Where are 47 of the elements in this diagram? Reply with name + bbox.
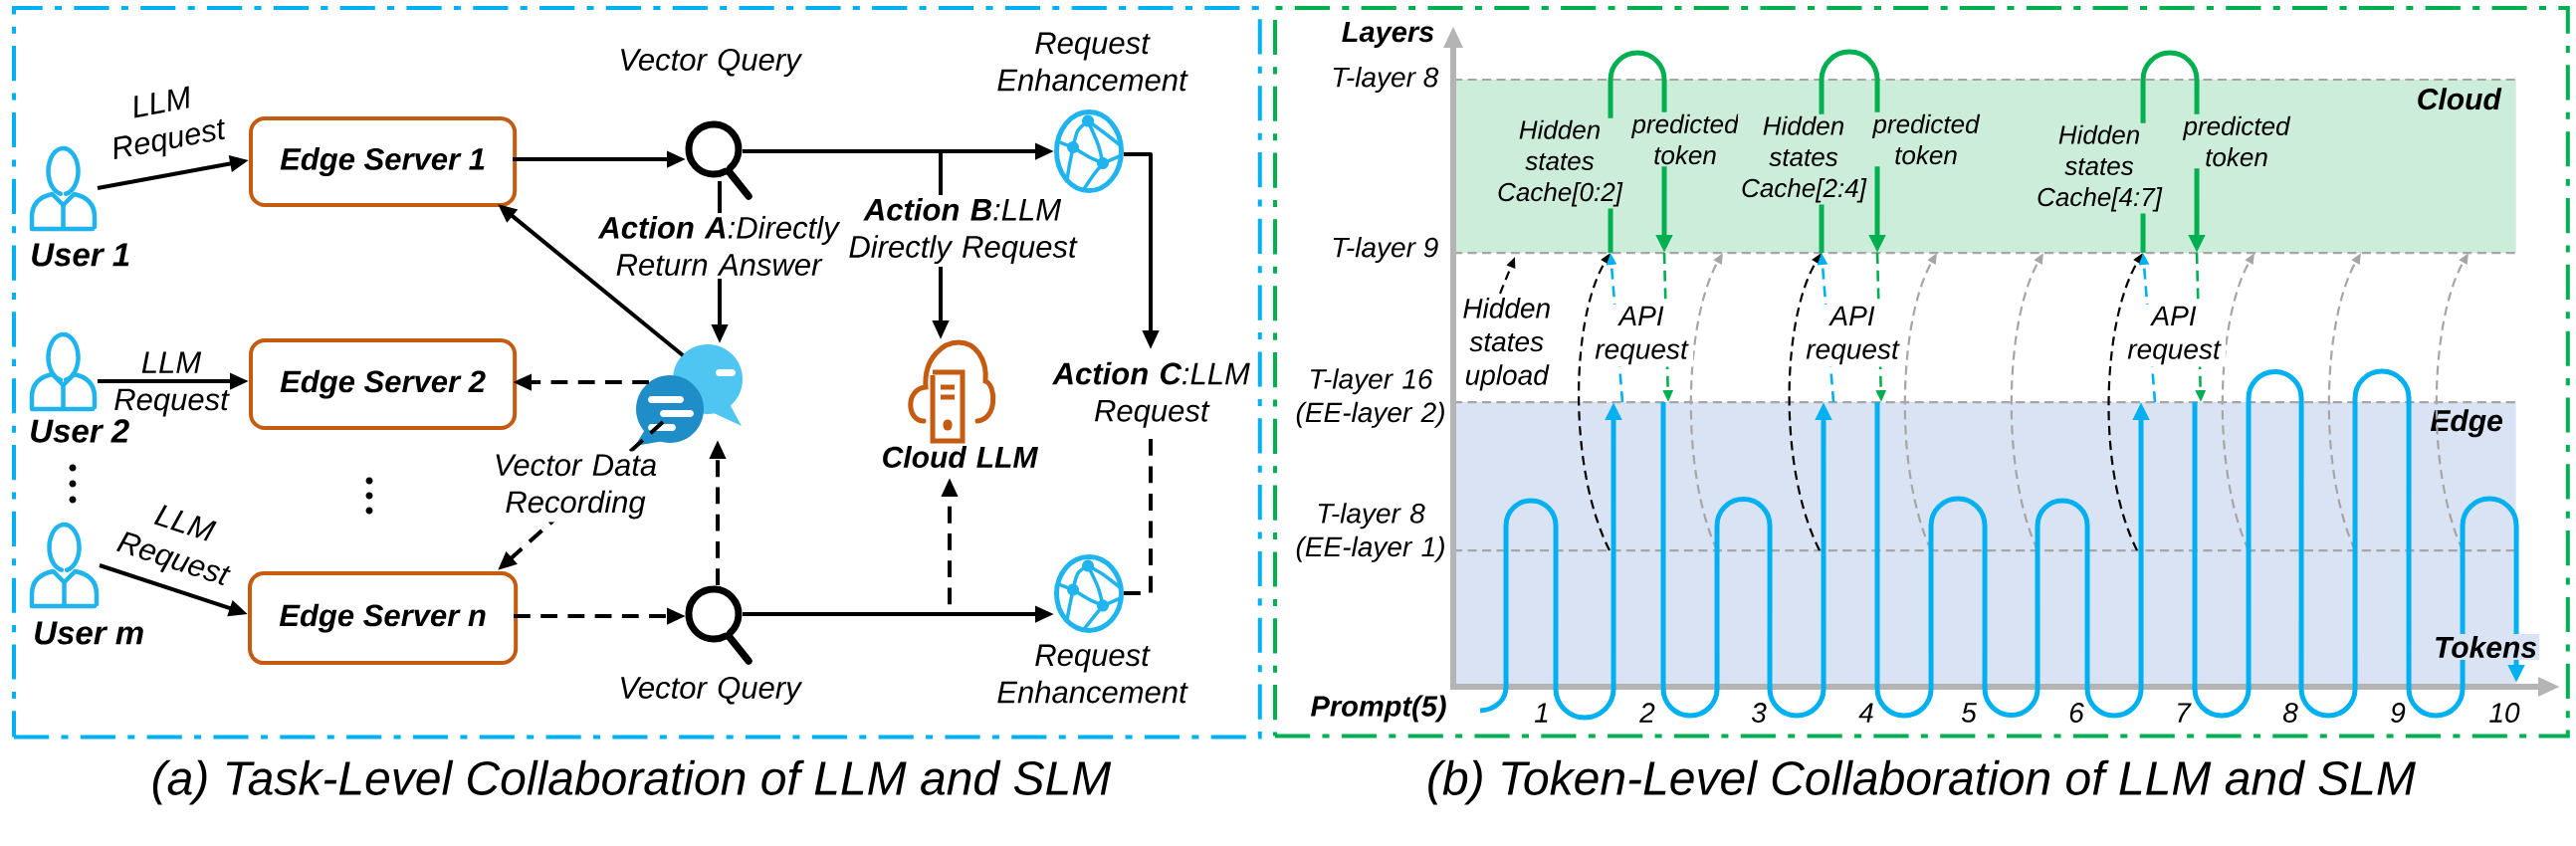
axis-label: Prompt(5) bbox=[1311, 695, 1446, 723]
annotation: Hidden states Cache[2:4] bbox=[1738, 113, 1870, 205]
annotation: Hidden states Cache[0:2] bbox=[1494, 117, 1626, 209]
edge-label: Vector Data Recording bbox=[487, 451, 664, 523]
level-label: T-layer 16 (EE-layer 2) bbox=[1296, 368, 1444, 428]
winding-arrow bbox=[2192, 368, 2525, 719]
tick-label: 1 bbox=[1534, 703, 1548, 723]
annotation: Hidden states upload bbox=[1463, 298, 1550, 391]
server-box: Edge Server n bbox=[248, 571, 519, 666]
level-label: T-layer 9 bbox=[1333, 236, 1438, 264]
edge-label: Action A:Directly Return Answer bbox=[594, 213, 843, 279]
edge-label: API request bbox=[2122, 304, 2227, 367]
tick-label: 7 bbox=[2178, 703, 2192, 723]
icon-label: Cloud LLM bbox=[883, 445, 1038, 469]
icon-label: Vector Query bbox=[621, 677, 803, 706]
edge-label: LLM Request bbox=[114, 351, 230, 417]
annotation: predicted token bbox=[1628, 111, 1743, 167]
tick-label: 2 bbox=[1639, 703, 1655, 723]
icon-label: Vector Query bbox=[621, 49, 803, 78]
tick-label: 5 bbox=[1961, 703, 1977, 723]
tick-label: 9 bbox=[2391, 703, 2406, 723]
edge-label: API request bbox=[1590, 304, 1694, 367]
edge-label: Action B:LLM Directly Request bbox=[843, 194, 1082, 268]
edge-label: API request bbox=[1801, 304, 1905, 367]
user-label: User m bbox=[35, 621, 143, 645]
tick-label: 6 bbox=[2069, 703, 2084, 723]
edge-label: LLM Request bbox=[92, 76, 239, 171]
user-label: User 1 bbox=[32, 243, 129, 267]
chat-bubbles-icon bbox=[635, 344, 744, 446]
icon-label: Request Enhancement bbox=[997, 32, 1188, 92]
action-label: Action C:LLM Request bbox=[1052, 361, 1250, 428]
annotation: predicted token bbox=[1869, 111, 1984, 167]
axis-label: Tokens bbox=[2432, 634, 2540, 661]
icon-label: Request Enhancement bbox=[997, 644, 1188, 704]
server-box: Edge Server 2 bbox=[249, 338, 518, 431]
connector-line bbox=[1124, 439, 1154, 596]
panel-title: (b) Token-Level Collaboration of LLM and SLM bbox=[1428, 759, 2416, 805]
tick-label: 3 bbox=[1751, 703, 1767, 723]
user-label: User 2 bbox=[31, 419, 129, 443]
panel-title: (a) Task-Level Collaboration of LLM and SLM bbox=[152, 759, 1112, 805]
tick-label: 4 bbox=[1858, 703, 1873, 723]
annotation: Hidden states Cache[4:7] bbox=[2034, 122, 2166, 214]
axis-label: Layers bbox=[1342, 22, 1434, 48]
server-box: Edge Server 1 bbox=[249, 116, 518, 208]
annotation: predicted token bbox=[2180, 113, 2294, 169]
level-label: T-layer 8 bbox=[1333, 66, 1439, 94]
tick-label: 8 bbox=[2282, 703, 2298, 723]
